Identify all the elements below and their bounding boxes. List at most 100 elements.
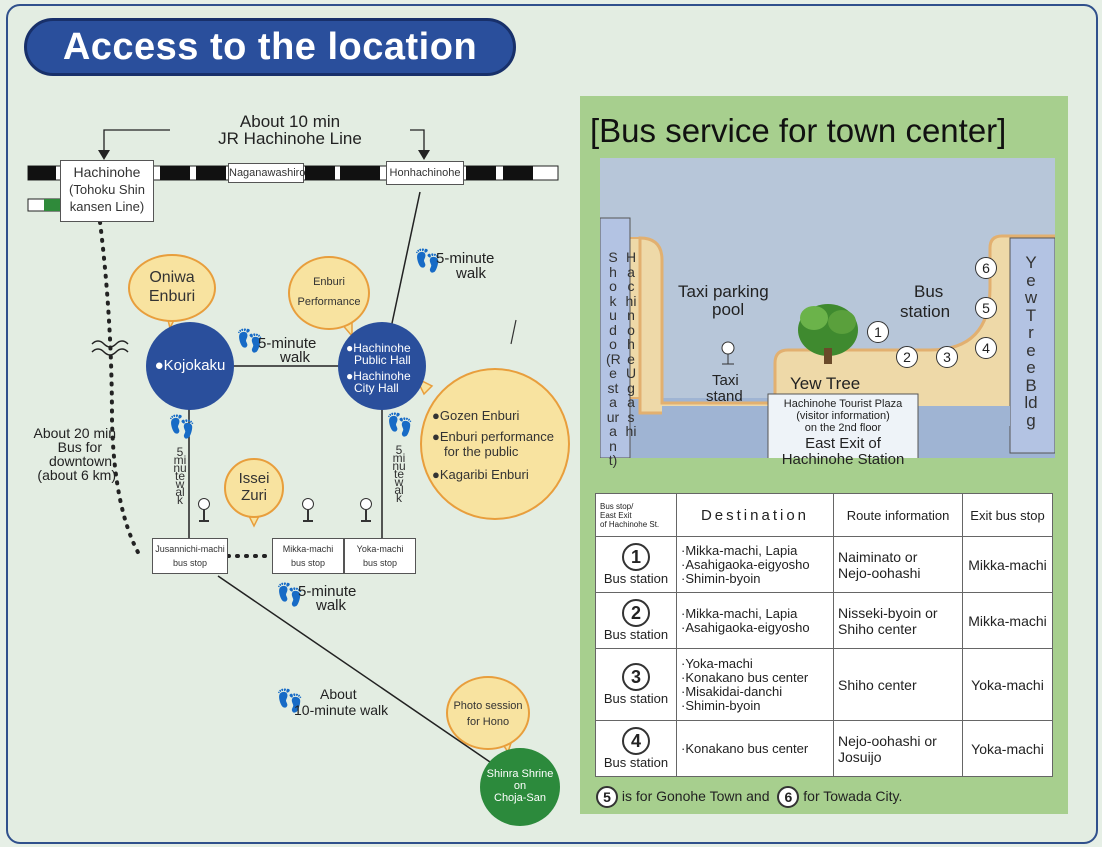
jr-line-label: JR Hachinohe Line [170,129,410,149]
honhachinohe-station[interactable]: Honhachinohe [386,161,464,185]
row-station: Bus station [603,755,669,770]
mikka-line-2: bus stop [290,558,326,568]
bus-stop-2-marker[interactable]: 2 [896,346,918,368]
bus-stop-5-marker[interactable]: 5 [975,297,997,319]
route-line: Shiho center [838,676,917,693]
bus-stop-4-marker[interactable]: 4 [975,337,997,359]
route-line: Nejo-oohashi [838,564,921,581]
mikka-bus-stop[interactable]: Mikka-machi bus stop [272,538,344,574]
route-line: Naiminato or [838,548,918,565]
walk-label-mid-1: 5-minute [258,335,317,352]
plaza-line-3: on the 2nd floor [804,422,882,434]
stop-number-badge: 1 [622,543,650,571]
bus-20min-line-4: (about 6 km) [37,467,116,483]
enburi-perf-line-1: Enburi [313,276,345,288]
shinra-shrine-venue[interactable]: Shinra Shrine on Choja-San [480,748,560,826]
walk-label-mid-2: walk [280,349,311,366]
bus-stop-3-marker[interactable]: 3 [936,346,958,368]
footnote-text-1: is for Gonohe Town and [621,788,770,804]
issei-zuri-bubble: Issei Zuri [224,458,284,518]
footnote-badge-6: 6 [777,786,800,809]
yoka-bus-stop[interactable]: Yoka-machi bus stop [344,538,416,574]
plaza-line-2: (visitor information) [796,410,890,422]
bus-service-heading: [Bus service for town center] [590,112,1007,149]
bus-20min-line-3: downtown [48,453,112,469]
tourist-plaza-label: Hachinohe Tourist Plaza (visitor informa… [768,398,918,434]
kagaribi-line: ●Kagaribi Enburi [432,467,529,482]
footprint-icon: 👣 [414,248,442,273]
taxi-pool-line-1: Taxi parking [678,282,769,301]
dest-line: ·Shimin-byoin [681,697,761,713]
bus-stop-6-marker[interactable]: 6 [975,257,997,279]
bus-20min-label: About 20 min Bus for downtown (about 6 k… [10,425,117,483]
east-exit-line-2: Hachinohe Station [781,451,905,468]
walk-vertical-right: 5minutewalk [392,443,406,505]
jusannichi-bus-stop[interactable]: Jusannichi-machi bus stop [152,538,228,574]
route-line: Shiho center [838,620,917,637]
oniwa-enburi-bubble: Oniwa Enburi [128,254,216,322]
route-line: Josuijo [838,748,882,765]
jr-time-label: About 10 min [239,112,341,131]
dest-line: ·Asahigaoka-eigyosho [681,619,810,635]
public-hall-line-1: ●Hachinohe [346,341,411,355]
oniwa-line-2: Enburi [148,288,196,305]
kojokaku-venue[interactable]: ●Kojokaku [146,322,234,410]
row-destination: ·Yoka-machi·Konakano bus center·Misakida… [676,648,834,721]
dest-line: ·Konakano bus center [681,669,809,685]
footprint-icon: 👣 [276,688,304,713]
hachinohe-station-sub1: (Tohoku Shin [69,182,145,197]
about-10min-line-2: 10-minute walk [294,702,389,718]
taxi-stand-line-2: stand [706,388,743,405]
footprint-icon: 👣 [236,328,264,353]
photo-session-bubble: Photo session for Hono [446,676,530,750]
dest-line: ·Konakano bus center [681,741,809,756]
header-stop-line-2: East Exit [600,510,632,520]
bus-stop-sign-icon [198,498,210,524]
naganawashiro-station[interactable]: Naganawashiro [228,163,305,183]
plaza-line-1: Hachinohe Tourist Plaza [783,398,903,410]
dest-line: ·Misakidai-danchi [681,683,783,699]
footnote-text-2: for Towada City. [803,788,903,804]
footprint-icon: 👣 [168,414,196,439]
shinra-line-2: on [513,780,527,792]
row-destination: ·Mikka-machi, Lapia·Asahigaoka-eigyosho [676,592,834,649]
header-stop-line-3: of Hachinohe St. [600,519,660,529]
jusannichi-line-2: bus stop [172,558,208,568]
bus-stop-1-marker[interactable]: 1 [867,321,889,343]
bus-station-line-1: Bus [914,282,944,301]
hachinohe-station[interactable]: Hachinohe (Tohoku Shin kansen Line) [60,160,154,222]
route-line: Nejo-oohashi or [838,732,937,749]
dest-line: ·Asahigaoka-eigyosho [681,556,810,572]
stop-number-badge: 2 [622,599,650,627]
header-route: Route information [833,493,963,537]
dest-line: ·Mikka-machi, Lapia [681,542,798,558]
dest-line: ·Shimin-byoin [681,570,761,586]
photo-line-2: for Hono [466,716,510,728]
yew-bldg-label: YewTreeBldg [1024,253,1038,430]
stop-number-badge: 4 [622,727,650,755]
mikka-line-1: Mikka-machi [282,544,334,554]
photo-line-1: Photo session [453,700,523,712]
table-header: Bus stop/ East Exit of Hachinohe St. Des… [595,493,1053,537]
table-footnote: 5 is for Gonohe Town and 6 for Towada Ci… [596,784,903,809]
row-exit: Mikka-machi [962,592,1053,649]
footprint-icon: 👣 [386,412,414,437]
east-exit-line-1: East Exit of [805,435,881,452]
yoka-line-1: Yoka-machi [356,544,404,554]
row-route: Shiho center [833,648,963,721]
bus-20min-line-1: About 20 min [33,425,117,441]
hachinohe-station-name: Hachinohe [73,164,141,180]
hachinohe-hall-venue[interactable]: ●Hachinohe Public Hall ●Hachinohe City H… [338,322,426,410]
header-exit: Exit bus stop [962,493,1053,537]
walk-label-bottom-2: walk [316,597,347,614]
city-hall-line-2: City Hall [354,381,399,395]
stop-number-badge: 3 [622,663,650,691]
yoka-line-2: bus stop [362,558,398,568]
